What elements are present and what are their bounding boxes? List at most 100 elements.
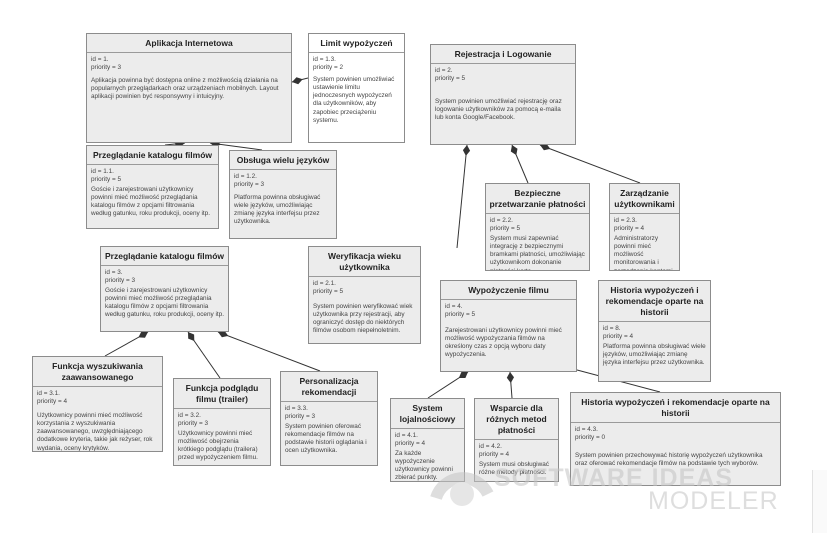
requirement-id: id = 1.2. [234,173,257,180]
requirement-bezpieczne-przetwarzanie-platnosci[interactable]: Bezpieczne przetwarzanie płatności id = … [485,183,590,271]
requirement-zarzadzanie-uzytkownikami[interactable]: Zarządzanie użytkownikami id = 2.3. prio… [609,183,680,271]
requirement-priority: priority = 4 [395,440,426,448]
requirement-title: Bezpieczne przetwarzanie płatności [489,188,586,209]
requirement-priority: priority = 4 [37,398,68,406]
requirement-title: Rejestracja i Logowanie [454,49,552,59]
requirement-text: System powinien oferować rekomendacje fi… [285,422,367,455]
watermark-brand: SOFTWARE IDEAS [494,464,734,492]
modeler-logo-icon [430,472,494,506]
requirement-id: id = 4.1. [395,432,418,439]
requirement-priority: priority = 3 [178,420,209,428]
requirement-id: id = 3. [105,269,123,276]
composition-diamond-icon [218,330,229,338]
composition-diamond-icon [540,143,551,151]
requirement-wsparcie-metod-platnosci[interactable]: Wsparcie dla różnych metod płatności id … [474,398,559,482]
requirement-title: Wypożyczenie filmu [468,285,549,295]
requirement-priority: priority = 2 [313,64,344,72]
requirement-id: id = 8. [603,325,621,332]
requirement-priority: priority = 5 [445,311,476,319]
requirement-priority: priority = 4 [479,451,510,459]
requirement-text: System musi zapewniać integrację z bezpi… [490,234,585,270]
requirement-priority: priority = 3 [285,413,316,421]
requirement-id: id = 3.2. [178,412,201,419]
requirement-id: id = 3.3. [285,405,308,412]
requirement-priority: priority = 5 [91,176,122,184]
requirement-text: Użytkownicy powinni mieć możliwość obejr… [178,429,258,462]
requirement-podglad-filmu-trailer[interactable]: Funkcja podglądu filmu (trailer) id = 3.… [173,378,271,466]
requirement-priority: priority = 5 [313,288,344,296]
requirement-title: Personalizacja rekomendacji [299,376,359,397]
requirement-text: Użytkownicy powinni mieć możliwość korzy… [37,411,153,452]
requirement-rejestracja-i-logowanie[interactable]: Rejestracja i Logowanie id = 2. priority… [430,44,576,145]
requirement-title: System lojalnościowy [399,403,456,424]
link-reg-users[interactable] [539,144,641,184]
composition-diamond-icon [510,145,518,156]
requirement-title: Zarządzanie użytkownikami [614,188,675,209]
requirement-title: Historia wypożyczeń i rekomendacje opart… [581,397,770,418]
requirement-id: id = 3.1. [37,390,60,397]
requirement-title: Historia wypożyczeń i rekomendacje opart… [605,285,704,317]
requirement-title: Wsparcie dla różnych metod płatności [486,403,547,435]
requirement-id: id = 1. [91,56,109,63]
requirement-text: Zarejestrowani użytkownicy powinni mieć … [445,326,562,359]
requirement-title: Obsługa wielu języków [236,155,330,165]
requirement-text: System powinien umożliwiać rejestrację o… [435,97,562,122]
requirement-system-lojalnosciowy[interactable]: System lojalnościowy id = 4.1. priority … [390,398,465,482]
requirement-text: Goście i zarejestrowani użytkownicy powi… [91,185,211,218]
software-ideas-modeler-watermark: SOFTWARE IDEAS MODELER [430,450,780,522]
requirement-id: id = 2. [435,67,453,74]
panel-edge [812,470,827,533]
requirement-priority: priority = 0 [575,434,606,442]
requirement-text: System powinien przechowywać historię wy… [575,451,763,467]
requirement-text: Goście i zarejestrowani użytkownicy powi… [105,286,225,319]
requirement-personalizacja-rekomendacji[interactable]: Personalizacja rekomendacji id = 3.3. pr… [280,371,378,466]
link-browse3-perso[interactable] [217,331,321,372]
requirement-title: Przeglądanie katalogu filmów [104,251,225,261]
requirement-priority: priority = 4 [603,333,634,341]
requirement-priority: priority = 3 [234,181,265,189]
requirement-id: id = 4.2. [479,443,502,450]
link-reg-age[interactable] [456,144,468,249]
requirement-text: Platforma powinna obsługiwać wiele język… [603,342,706,367]
requirement-text: Platforma powinna obsługiwać wiele język… [234,193,321,226]
requirement-text: System musi obsługiwać różne metody płat… [479,460,549,476]
requirement-id: id = 2.3. [614,217,637,224]
watermark-product: MODELER [648,487,779,515]
requirement-title: Weryfikacja wieku użytkownika [327,251,402,272]
composition-diamond-icon [292,77,303,85]
requirement-title: Aplikacja Internetowa [145,38,233,48]
requirement-priority: priority = 3 [105,277,136,285]
requirement-title: Funkcja podglądu filmu (trailer) [185,383,259,404]
requirement-title: Limit wypożyczeń [320,38,393,48]
requirement-wyszukiwanie-zaawansowane[interactable]: Funkcja wyszukiwania zaawansowanego id =… [32,356,163,452]
requirement-przegladanie-katalogu-1-1[interactable]: Przeglądanie katalogu filmów id = 1.1. p… [86,145,219,229]
requirement-priority: priority = 3 [91,64,122,72]
requirement-aplikacja-internetowa[interactable]: Aplikacja Internetowa id = 1. priority =… [86,33,292,143]
requirement-historia-wypozyczen-8[interactable]: Historia wypożyczeń i rekomendacje opart… [598,280,711,382]
requirement-weryfikacja-wieku[interactable]: Weryfikacja wieku użytkownika id = 2.1. … [308,246,421,344]
requirement-historia-wypozyczen-4-3[interactable]: Historia wypożyczeń i rekomendacje opart… [570,392,781,486]
requirement-text: System powinien umożliwiać ustawienie li… [313,75,395,125]
requirement-text: System powinien weryfikować wiek użytkow… [313,302,413,335]
requirement-text: Aplikacja powinna być dostępna online z … [91,76,279,101]
requirement-id: id = 2.1. [313,280,336,287]
requirement-id: id = 4.3. [575,426,598,433]
requirement-id: id = 1.3. [313,56,336,63]
composition-diamond-icon [462,145,471,156]
requirement-przegladanie-katalogu-3[interactable]: Przeglądanie katalogu filmów id = 3. pri… [100,246,229,332]
requirement-title: Przeglądanie katalogu filmów [92,150,213,160]
requirement-text: Za każde wypożyczenie użytkownicy powinn… [395,449,453,482]
requirement-limit-wypozyczen[interactable]: Limit wypożyczeń id = 1.3. priority = 2 … [308,33,405,143]
requirement-priority: priority = 5 [490,225,521,233]
requirement-id: id = 2.2. [490,217,513,224]
requirement-text: Administratorzy powinni mieć możliwość m… [614,234,674,270]
requirement-id: id = 4. [445,303,463,310]
requirement-wypozyczenie-filmu[interactable]: Wypożyczenie filmu id = 4. priority = 5 … [440,280,577,372]
requirement-obsluga-wielu-jezykow[interactable]: Obsługa wielu języków id = 1.2. priority… [229,150,337,239]
requirement-title: Funkcja wyszukiwania zaawansowanego [52,361,143,382]
requirement-priority: priority = 4 [614,225,645,233]
requirement-id: id = 1.1. [91,168,114,175]
requirement-priority: priority = 5 [435,75,466,83]
